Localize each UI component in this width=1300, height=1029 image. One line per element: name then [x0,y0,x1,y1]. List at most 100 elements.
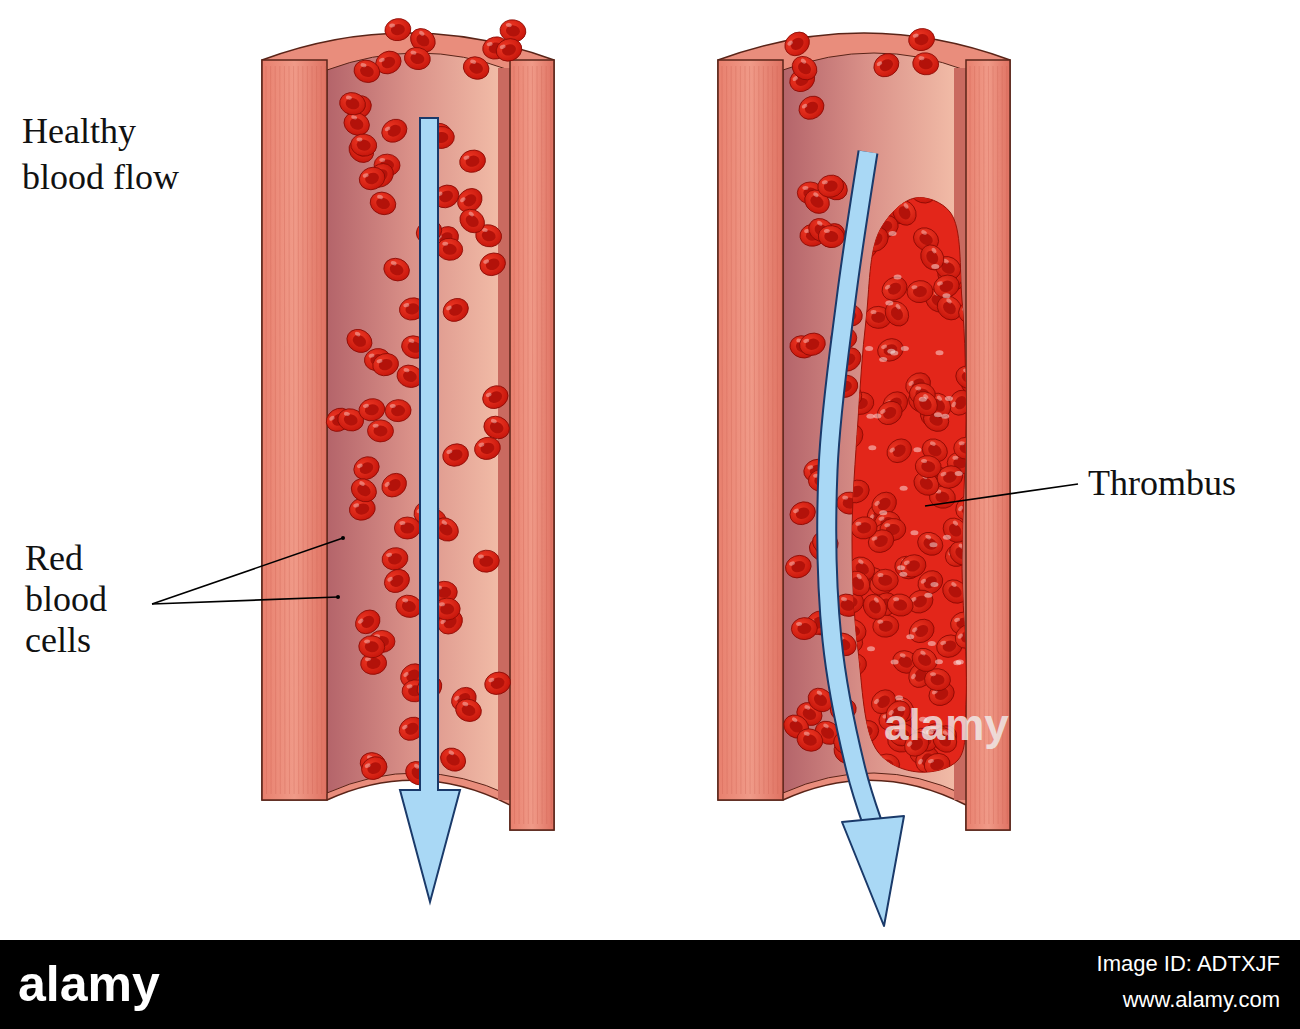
red-blood-cell [905,614,939,647]
cell-highlight [791,716,798,723]
cell-rim [358,753,391,784]
cell-rim [930,271,962,301]
cell-rim [337,90,368,118]
cell-rim [905,614,939,647]
clot-highlight [930,582,938,587]
muscle-fibre [763,66,765,794]
cell-highlight [354,331,361,337]
red-blood-cell [947,180,980,212]
cell-highlight [893,597,900,602]
leader-dot [336,595,340,599]
cell-center [460,703,477,718]
muscle-fibre [735,66,737,794]
muscle-fibre [532,66,534,824]
red-blood-cell [780,27,814,60]
red-blood-cell [840,476,873,507]
cell-center [915,185,931,199]
cell-highlight [418,30,425,37]
watermark: alamy [884,700,1014,750]
cell-highlight [911,626,918,633]
cell-rim [380,545,410,572]
cell-highlight [874,198,880,203]
cell-highlight [368,353,375,358]
red-blood-cell [349,132,378,157]
red-blood-cell [788,52,822,85]
cell-highlight [895,303,902,310]
muscle-fibre [321,66,323,794]
cell-rim [955,296,988,326]
cell-rim [460,53,492,82]
cell-center [845,623,862,638]
cell-highlight [873,596,880,603]
cell-highlight [360,62,367,68]
cell-center [955,187,973,203]
cell-highlight [957,633,964,640]
cell-center [879,759,893,771]
cell-rim [436,744,470,776]
cell-rim [351,57,382,85]
cell-highlight [803,338,810,344]
red-blood-cell [383,17,412,43]
cell-highlight [478,442,485,447]
muscle-fibre [546,66,548,824]
cell-rim [873,397,907,430]
cell-highlight [363,403,370,408]
vessel-lumen [327,53,509,795]
cell-rim [788,52,822,85]
muscle-fibre [537,66,539,824]
red-blood-cell [878,272,912,305]
red-blood-cell [955,296,988,326]
muscle-fibre [740,66,742,794]
clot-highlight [897,565,905,570]
muscle-fibre [527,66,529,824]
cell-center [917,395,935,413]
cell-center [963,304,980,320]
cell-highlight [876,60,883,67]
cell-rim [911,51,940,76]
clot-highlight [879,510,887,515]
red-blood-cell [938,513,972,547]
clot-highlight [955,471,963,476]
cell-highlight [470,59,477,65]
cell-highlight [857,558,864,565]
red-blood-cell [841,567,874,601]
red-blood-cell [907,26,937,53]
cell-highlight [951,401,957,408]
red-blood-cell [816,173,846,200]
leader-dot [341,536,345,540]
leader-lines [152,484,1078,604]
clot-highlight [945,396,953,401]
cell-rim [350,453,383,484]
red-blood-cell [786,498,819,529]
cell-highlight [403,303,410,308]
cell-highlight [402,598,409,603]
cell-highlight [807,465,814,471]
cell-rim [908,178,939,206]
cell-highlight [344,411,351,416]
clot-highlight [935,659,943,664]
cell-center [845,658,861,672]
red-blood-cell [367,419,394,442]
cell-highlight [910,673,917,680]
red-blood-cell [873,397,907,430]
part-label: Thrombus [1088,462,1288,504]
red-blood-cell [817,224,845,249]
clot-highlight [885,300,893,305]
red-blood-cell [453,184,487,218]
cell-highlight [408,338,415,344]
cell-rim [952,362,985,393]
cell-center [359,64,376,79]
red-blood-cell [872,569,899,592]
cell-center [468,61,485,76]
clot-highlight [899,572,907,577]
cell-rim [897,551,929,580]
red-blood-cell [367,189,399,219]
cell-highlight [441,519,448,526]
muscle-fibre [768,66,770,794]
cell-highlight [373,424,379,428]
clot-highlight [953,660,961,665]
cell-highlight [356,137,362,142]
muscle-fibre [731,66,733,794]
clot-highlight [913,447,921,452]
cell-rim [951,491,984,525]
